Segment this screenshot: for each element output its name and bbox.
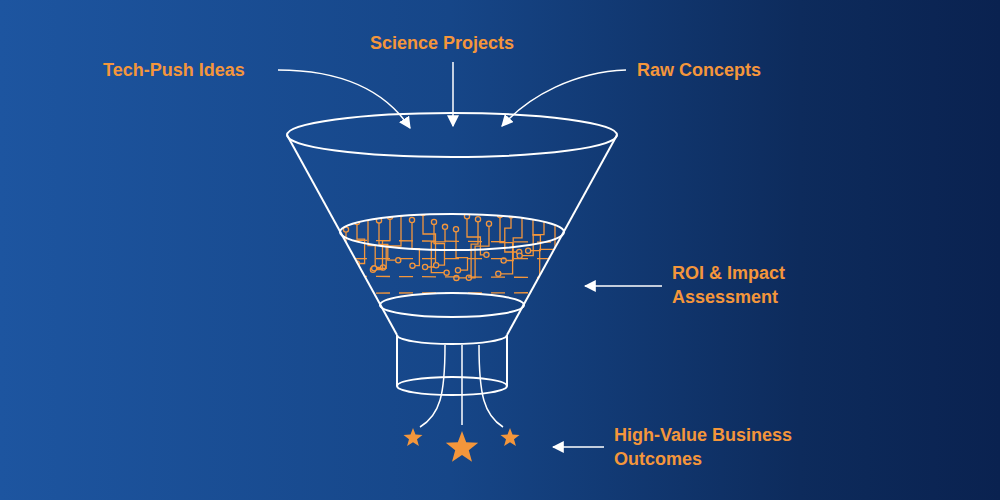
callout-label: Tech-Push Ideas <box>103 58 303 82</box>
outcome-stars <box>404 428 520 462</box>
callout-label: Science Projects <box>370 31 570 55</box>
output-streams <box>420 345 503 427</box>
funnel-outline <box>287 113 617 395</box>
callout-label: High-Value Business Outcomes <box>614 423 829 471</box>
leader-lines <box>278 62 662 447</box>
callout-label: Raw Concepts <box>637 58 837 82</box>
callout-label: ROI & Impact Assessment <box>672 261 822 309</box>
